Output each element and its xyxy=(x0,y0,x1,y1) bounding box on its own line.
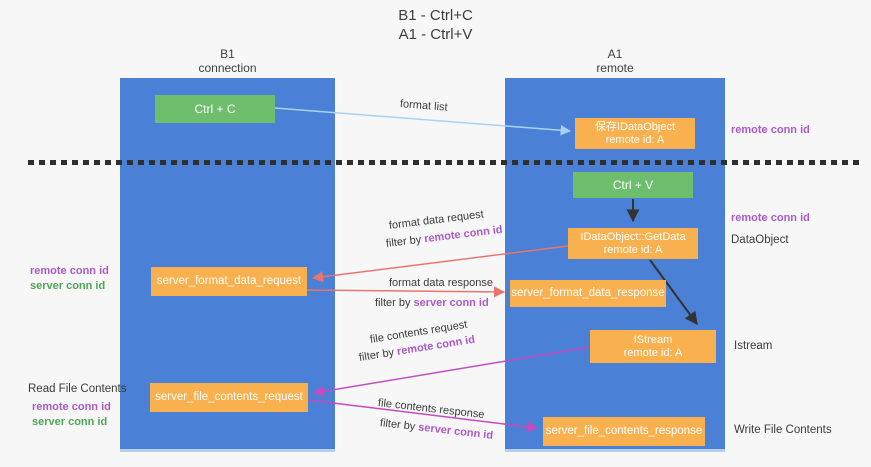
format-data-response-label: format data response xyxy=(389,277,493,289)
istream-line2: remote id: A xyxy=(623,346,683,359)
server-format-data-response-node: server_format_data_response xyxy=(510,280,666,307)
write-file-contents-label: Write File Contents xyxy=(734,424,832,436)
lane-b1-subtitle: connection xyxy=(198,61,257,75)
server-format-data-response-label: server_format_data_response xyxy=(511,287,665,299)
server-format-data-request-label: server_format_data_request xyxy=(156,275,302,287)
file-contents-response-label: file contents response xyxy=(377,397,486,422)
filter-prefix: filter by xyxy=(385,233,425,250)
dataobject-label: DataObject xyxy=(731,234,789,246)
title-line-2: A1 - Ctrl+V xyxy=(398,26,473,43)
filter-key: server conn id xyxy=(413,297,489,309)
getdata-node: IDataObject::GetData remote id: A xyxy=(568,228,698,259)
filter-prefix: filter by xyxy=(375,297,414,309)
server-file-contents-request-node: server_file_contents_request xyxy=(150,383,308,412)
istream-line1: IStream xyxy=(633,333,673,346)
lane-a1-subtitle: remote xyxy=(596,61,634,75)
format-data-response-filter: filter by server conn id xyxy=(375,297,489,309)
getdata-line1: IDataObject::GetData xyxy=(580,230,686,243)
save-dataobject-node: 保存IDataObject remote id: A xyxy=(575,118,695,149)
left-server-conn-id-file: server conn id xyxy=(32,416,108,428)
getdata-line2: remote id: A xyxy=(603,243,663,256)
filter-prefix: filter by xyxy=(379,417,419,434)
dashed-separator xyxy=(28,160,864,165)
filter-key: remote conn id xyxy=(423,223,504,246)
ctrl-c-node: Ctrl + C xyxy=(155,95,275,123)
lane-header-a1: A1 remote xyxy=(505,47,725,75)
save-dataobject-line1: 保存IDataObject xyxy=(594,120,676,133)
server-file-contents-request-label: server_file_contents_request xyxy=(155,391,303,403)
filter-key: server conn id xyxy=(417,421,494,442)
lane-header-b1: B1 connection xyxy=(120,47,335,75)
ctrl-v-node: Ctrl + V xyxy=(573,172,693,198)
format-data-response-arrow xyxy=(306,286,506,298)
format-list-label: format list xyxy=(399,98,449,114)
save-dataobject-line2: remote id: A xyxy=(605,133,665,146)
server-file-contents-response-node: server_file_contents_response xyxy=(543,417,705,446)
ctrl-v-label: Ctrl + V xyxy=(612,177,654,192)
lane-a1-name: A1 xyxy=(607,47,623,61)
read-file-contents-label: Read File Contents xyxy=(28,383,127,395)
file-contents-response-filter: filter by server conn id xyxy=(379,417,493,442)
server-file-contents-response-label: server_file_contents_response xyxy=(545,425,703,437)
filter-prefix: filter by xyxy=(358,346,398,364)
istream-side-label: Istream xyxy=(734,340,773,352)
lane-b1-name: B1 xyxy=(220,47,235,61)
server-format-data-request-node: server_format_data_request xyxy=(151,267,307,296)
left-remote-conn-id-file: remote conn id xyxy=(32,401,111,413)
right-remote-conn-id-mid: remote conn id xyxy=(731,212,810,224)
ctrl-c-label: Ctrl + C xyxy=(194,101,236,116)
diagram-title: B1 - Ctrl+C A1 - Ctrl+V xyxy=(0,6,871,44)
left-remote-conn-id-format: remote conn id xyxy=(30,265,109,277)
right-remote-conn-id-top: remote conn id xyxy=(731,124,810,136)
title-line-1: B1 - Ctrl+C xyxy=(398,7,473,24)
istream-node: IStream remote id: A xyxy=(590,330,716,363)
left-server-conn-id-format: server conn id xyxy=(30,280,106,292)
